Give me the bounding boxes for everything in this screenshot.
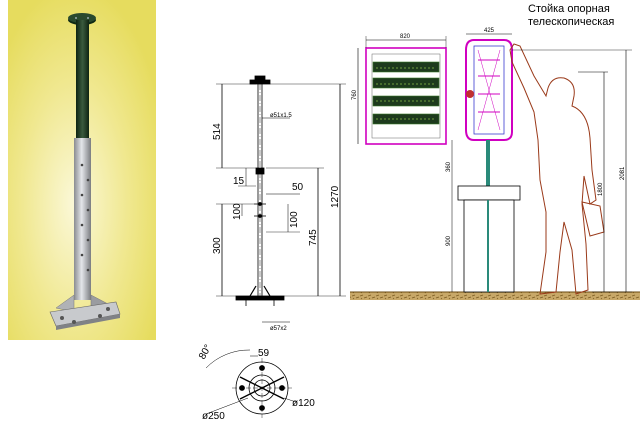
flange-plan-view <box>205 349 297 418</box>
dim-1270: 1270 <box>330 185 341 208</box>
title-block: Стойка опорная телескопическая <box>528 3 614 28</box>
dim-59: 59 <box>258 348 270 359</box>
dim-80deg: 80° <box>197 343 214 362</box>
dim-100-left: 100 <box>232 203 243 220</box>
dim-820: 820 <box>400 34 411 40</box>
dim-760: 760 <box>352 89 358 100</box>
dim-425: 425 <box>484 28 495 34</box>
dim-900: 900 <box>446 235 452 246</box>
height-dimensions <box>512 49 632 293</box>
lectern <box>457 185 521 293</box>
dim-514: 514 <box>212 123 223 140</box>
dim-1800: 1800 <box>598 182 604 196</box>
dim-745: 745 <box>308 229 319 246</box>
elevation-labels: 514 15 50 100 100 300 745 1270 ø51x1.5 ø… <box>212 113 341 332</box>
dim-2081: 2081 <box>620 166 626 180</box>
dim-250: ø250 <box>202 411 225 422</box>
render-3d-pole <box>8 0 156 340</box>
title-line-2: телескопическая <box>528 16 614 28</box>
adjustment-holes <box>80 163 90 272</box>
elevation-drawing <box>216 75 346 323</box>
ground <box>350 291 640 300</box>
dim-50: 50 <box>292 182 304 193</box>
tube-bottom-label: ø57x2 <box>270 326 287 332</box>
dim-360: 360 <box>446 161 452 172</box>
tube-top-label: ø51x1.5 <box>270 113 292 119</box>
dim-120: ø120 <box>292 398 315 409</box>
stand-labels: 820 425 760 360 900 1800 2081 <box>352 28 626 246</box>
dim-15: 15 <box>233 176 245 187</box>
upper-tube-dark <box>76 20 89 140</box>
lower-tube-gray <box>74 138 91 300</box>
dim-300: 300 <box>212 237 223 254</box>
person-silhouette <box>509 43 608 295</box>
title-line-1: Стойка опорная <box>528 3 610 15</box>
cabinet-front-view <box>357 36 447 145</box>
dim-100-right: 100 <box>289 211 300 228</box>
